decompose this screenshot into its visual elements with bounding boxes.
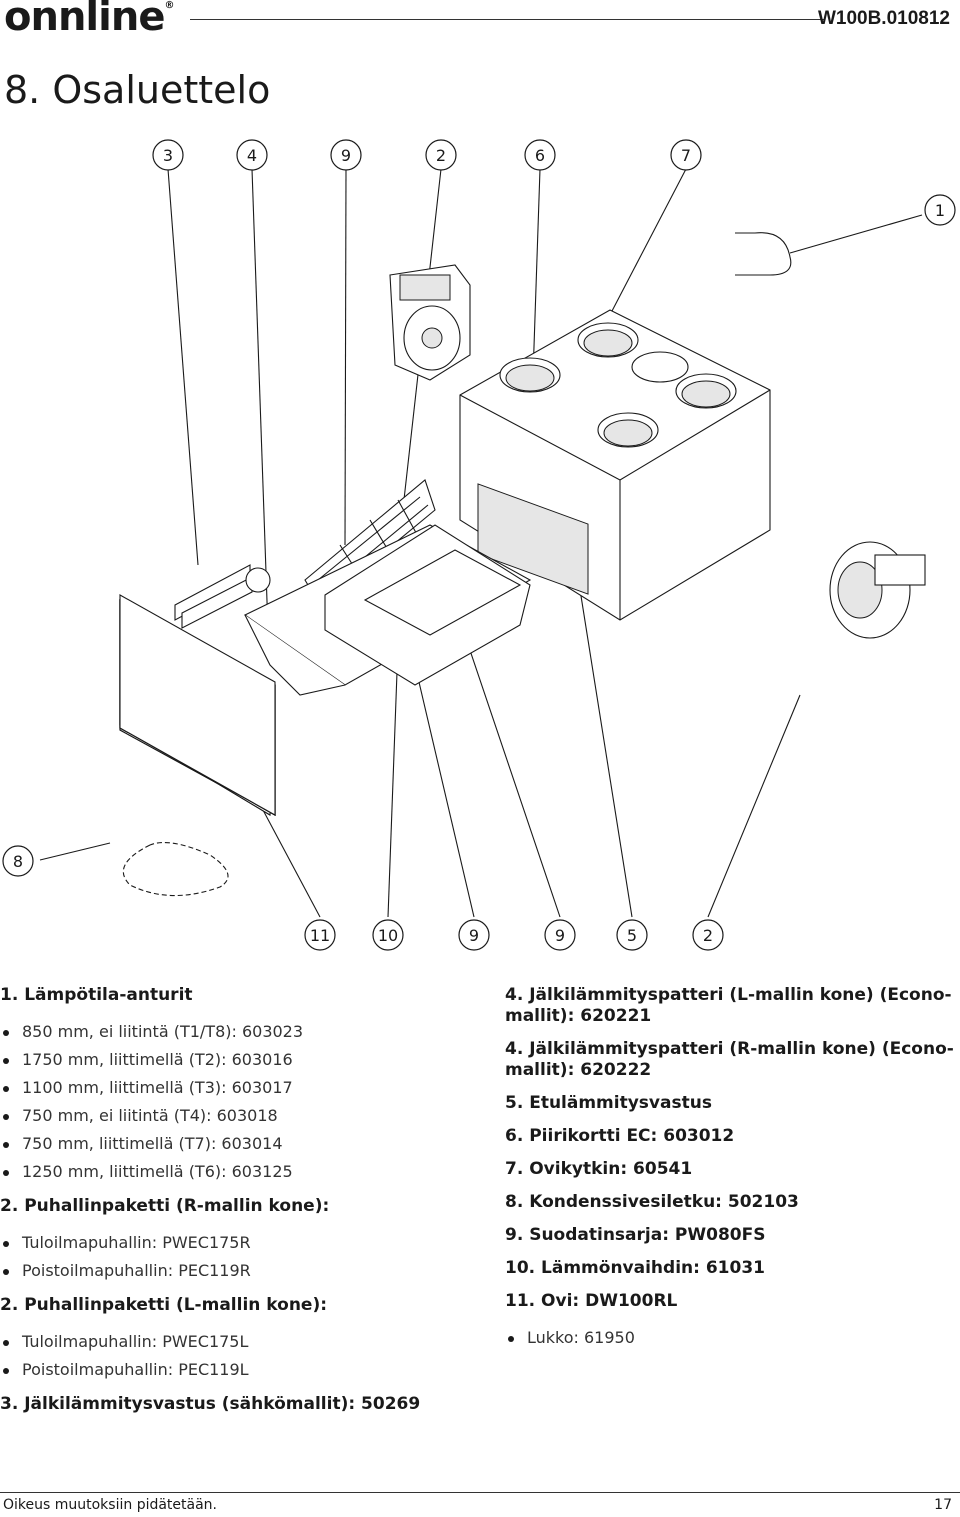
leader-lines xyxy=(39,168,923,918)
part-heading: 7. Ovikytkin: 60541 xyxy=(505,1159,693,1179)
callout-right: 1 xyxy=(924,194,956,226)
callout-label: 2 xyxy=(703,926,713,945)
exhaust-fan-right xyxy=(829,541,926,639)
page-number: 17 xyxy=(934,1497,952,1513)
callout-left: 8 xyxy=(2,845,34,877)
list-item: Tuloilmapuhallin: PWEC175L xyxy=(0,1328,470,1356)
supply-fan-left xyxy=(389,264,471,381)
callouts-bottom: 11 10 9 9 5 2 xyxy=(304,919,724,951)
callout-label: 11 xyxy=(310,926,330,945)
brand-logo: onnline® xyxy=(4,0,174,40)
list-item: 1750 mm, liittimellä (T2): 603016 xyxy=(0,1046,470,1074)
footer-rule xyxy=(0,1492,960,1493)
list-item: 750 mm, liittimellä (T7): 603014 xyxy=(0,1130,470,1158)
callout-label: 9 xyxy=(341,146,351,165)
callout-label: 10 xyxy=(378,926,398,945)
part-sublist: Lukko: 61950 xyxy=(505,1324,960,1352)
page-header: onnline® W100B.010812 xyxy=(0,0,960,50)
list-item: 1100 mm, liittimellä (T3): 603017 xyxy=(0,1074,470,1102)
part-heading: 8. Kondenssivesiletku: 502103 xyxy=(505,1192,799,1212)
document-code: W100B.010812 xyxy=(817,8,950,29)
temperature-sensor-cable xyxy=(735,232,792,276)
parts-list-left: 1. Lämpötila-anturit 850 mm, ei liitintä … xyxy=(0,985,470,1427)
heater-elements xyxy=(174,564,271,629)
list-item: Tuloilmapuhallin: PWEC175R xyxy=(0,1229,470,1257)
part-heading: 3. Jälkilämmitysvastus (sähkömallit): 50… xyxy=(0,1394,421,1414)
callouts-top: 3 4 9 2 6 7 xyxy=(152,139,702,171)
callout-label: 8 xyxy=(13,852,23,871)
part-heading: 10. Lämmönvaihdin: 61031 xyxy=(505,1258,765,1278)
part-heading: 1. Lämpötila-anturit xyxy=(0,985,193,1005)
callout-label: 4 xyxy=(247,146,257,165)
part-heading: 2. Puhallinpaketti (R-mallin kone): xyxy=(0,1196,330,1216)
footer-note: Oikeus muutoksiin pidätetään. xyxy=(3,1497,218,1513)
part-heading: 9. Suodatinsarja: PW080FS xyxy=(505,1225,766,1245)
parts-list-right: 4. Jälkilämmityspatteri (L-mallin kone) … xyxy=(505,985,960,1362)
page-title: 8. Osaluettelo xyxy=(4,68,271,112)
callout-label: 6 xyxy=(535,146,545,165)
part-heading: 11. Ovi: DW100RL xyxy=(505,1291,678,1311)
list-item: Lukko: 61950 xyxy=(505,1324,960,1352)
callout-label: 7 xyxy=(681,146,691,165)
callout-label: 3 xyxy=(163,146,173,165)
part-heading: 4. Jälkilämmityspatteri (R-mallin kone) … xyxy=(505,1039,954,1080)
part-heading: 6. Piirikortti EC: 603012 xyxy=(505,1126,735,1146)
callout-label: 2 xyxy=(436,146,446,165)
callout-label: 5 xyxy=(627,926,637,945)
list-item: 1250 mm, liittimellä (T6): 603125 xyxy=(0,1158,470,1186)
list-item: 750 mm, ei liitintä (T4): 603018 xyxy=(0,1102,470,1130)
exploded-parts-diagram: 3 4 9 2 6 7 1 8 11 10 9 9 5 2 xyxy=(2,139,956,951)
condensate-hose xyxy=(122,842,229,897)
heat-exchanger xyxy=(243,524,532,696)
list-item: 850 mm, ei liitintä (T1/T8): 603023 xyxy=(0,1018,470,1046)
part-heading: 5. Etulämmitysvastus xyxy=(505,1093,712,1113)
callout-label: 9 xyxy=(555,926,565,945)
header-rule xyxy=(190,19,825,20)
part-heading: 4. Jälkilämmityspatteri (L-mallin kone) … xyxy=(505,985,952,1026)
list-item: Poistoilmapuhallin: PEC119R xyxy=(0,1257,470,1285)
callout-label: 9 xyxy=(469,926,479,945)
part-heading: 2. Puhallinpaketti (L-mallin kone): xyxy=(0,1295,328,1315)
main-unit-body xyxy=(459,309,771,621)
callout-label: 1 xyxy=(935,201,945,220)
door-front xyxy=(119,594,276,816)
list-item: Poistoilmapuhallin: PEC119L xyxy=(0,1356,470,1384)
